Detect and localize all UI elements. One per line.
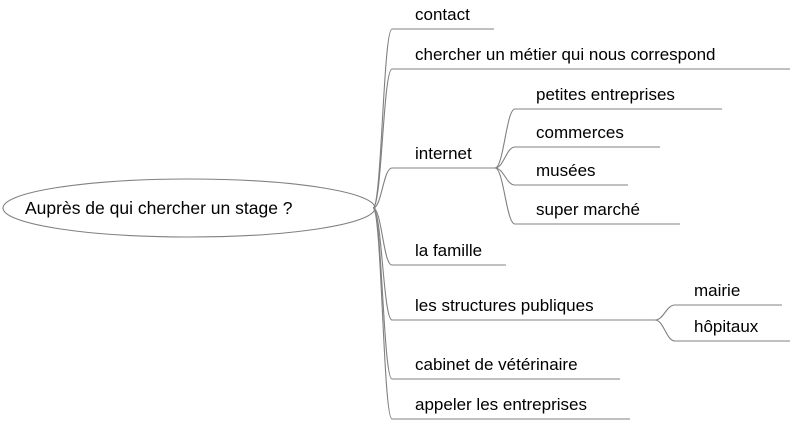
branch-connector-la-famille: [372, 207, 393, 266]
branch-label-internet[interactable]: internet: [415, 144, 472, 163]
subbranch-connector-petites-entreprises: [494, 108, 516, 169]
subbranch-connector-musees: [494, 167, 516, 186]
branch-label-appeler-les-entreprises[interactable]: appeler les entreprises: [415, 395, 587, 414]
subbranch-label-petites-entreprises[interactable]: petites entreprises: [536, 85, 675, 104]
subbranch-label-commerces[interactable]: commerces: [536, 123, 624, 142]
branch-connector-chercher-un-metier: [372, 68, 393, 209]
subbranch-label-mairie[interactable]: mairie: [694, 281, 741, 300]
subbranch-label-musees[interactable]: musées: [536, 161, 596, 180]
root-node-label: Auprès de qui chercher un stage ?: [25, 198, 293, 218]
branch-connector-appeler-les-entreprises: [372, 207, 393, 420]
subbranch-connector-hopitaux: [654, 319, 676, 342]
subbranch-connector-commerces: [494, 146, 516, 169]
branch-connector-contact: [372, 28, 393, 209]
branch-label-contact[interactable]: contact: [415, 5, 470, 24]
subbranch-connector-mairie: [654, 304, 676, 321]
branch-label-chercher-un-metier[interactable]: chercher un métier qui nous correspond: [415, 45, 716, 64]
branch-connector-cabinet-de-veterinaire: [372, 207, 393, 380]
branch-connector-les-structures-publiques: [372, 207, 393, 321]
branch-label-cabinet-de-veterinaire[interactable]: cabinet de vétérinaire: [415, 355, 578, 374]
branch-connector-internet: [372, 167, 393, 209]
branch-label-la-famille[interactable]: la famille: [415, 241, 483, 260]
subbranch-label-hopitaux[interactable]: hôpitaux: [694, 317, 759, 336]
branch-label-les-structures-publiques[interactable]: les structures publiques: [415, 296, 594, 315]
subbranch-connector-super-marche: [494, 167, 516, 225]
subbranch-label-super-marche[interactable]: super marché: [536, 200, 640, 219]
